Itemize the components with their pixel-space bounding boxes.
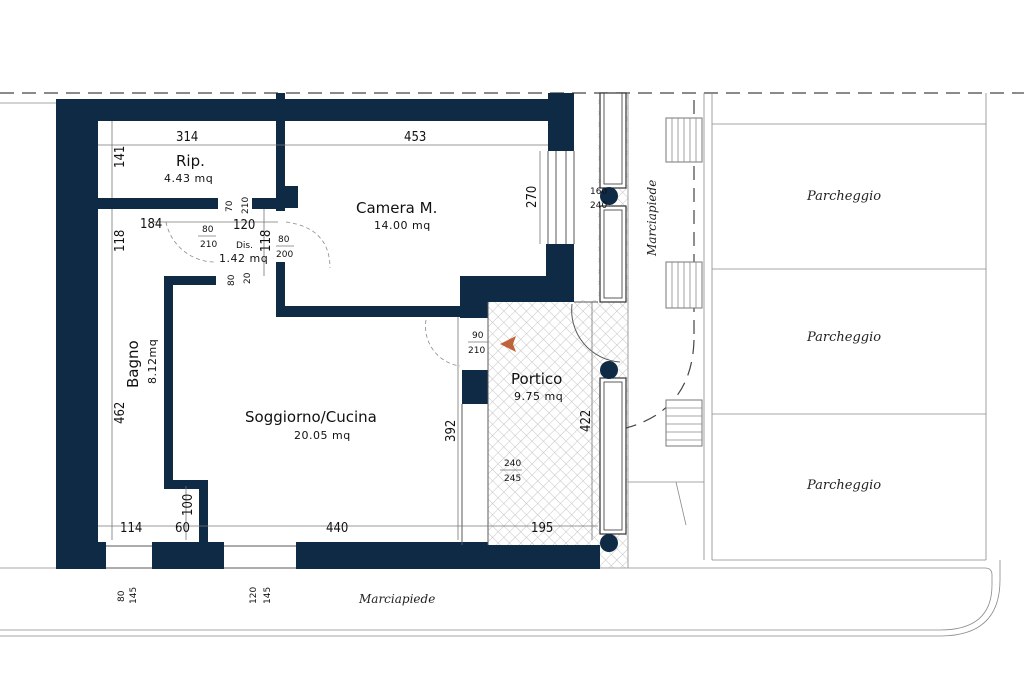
room-area-dis: 1.42 mq	[219, 252, 268, 265]
dimension-lines	[98, 121, 598, 540]
svg-text:210: 210	[200, 240, 217, 250]
dim-dis-left: 184	[140, 217, 162, 232]
dim-bottom-100: 100	[181, 494, 196, 516]
svg-text:80: 80	[227, 274, 237, 286]
dim-soggiorno-height: 392	[444, 420, 459, 442]
inner-lines	[106, 151, 598, 569]
svg-text:90: 90	[472, 331, 484, 341]
dim-bottom-114: 114	[120, 521, 142, 536]
room-name-soggiorno: Soggiorno/Cucina	[245, 408, 377, 426]
parking-label-1: Parcheggio	[806, 189, 881, 204]
svg-text:240: 240	[590, 201, 607, 211]
room-area-soggiorno: 20.05 mq	[294, 429, 351, 442]
svg-text:160: 160	[590, 187, 607, 197]
svg-text:145: 145	[263, 587, 273, 604]
dim-dis-height: 118	[259, 230, 274, 252]
drain-grilles	[665, 117, 703, 447]
svg-text:145: 145	[129, 587, 139, 604]
parking-label-3: Parcheggio	[806, 478, 881, 493]
svg-text:210: 210	[241, 197, 251, 214]
marciapiede-vertical-label: Marciapiede	[645, 180, 659, 257]
dim-dis-width: 120	[233, 218, 255, 233]
svg-text:70: 70	[225, 200, 235, 212]
svg-text:240: 240	[504, 459, 521, 469]
svg-text:80: 80	[278, 235, 290, 245]
room-area-camera: 14.00 mq	[374, 219, 431, 232]
site-lines	[0, 93, 1001, 637]
dim-rip-width: 314	[176, 130, 198, 145]
dim-bagno-height: 462	[113, 402, 128, 424]
room-name-camera: Camera M.	[356, 199, 437, 217]
dim-bottom-195: 195	[531, 521, 553, 536]
room-area-bagno: 8.12mq	[146, 339, 159, 384]
dim-portico-height: 422	[579, 410, 594, 432]
dim-camera-height: 270	[525, 186, 540, 208]
room-area-portico: 9.75 mq	[514, 390, 563, 403]
marciapiede-bottom-label: Marciapiede	[358, 592, 435, 606]
svg-text:20: 20	[243, 272, 253, 284]
dim-bagno-upper: 118	[113, 230, 128, 252]
opening-annotations: 90 210 240 245 80 210 70 210 80 200 80 2…	[117, 187, 607, 604]
svg-text:120: 120	[249, 587, 259, 604]
dim-camera-width: 453	[404, 130, 426, 145]
svg-text:80: 80	[117, 590, 127, 602]
columns	[600, 187, 618, 552]
dim-bottom-60: 60	[175, 521, 190, 536]
walls	[56, 93, 600, 569]
arrow-left-icon	[500, 336, 516, 352]
svg-text:245: 245	[504, 474, 521, 484]
room-name-dis: Dis.	[236, 241, 253, 251]
room-name-rip: Rip.	[176, 152, 205, 170]
room-name-bagno: Bagno	[124, 340, 142, 388]
dim-rip-height: 141	[113, 146, 128, 168]
dim-bottom-440: 440	[326, 521, 348, 536]
svg-text:200: 200	[276, 250, 293, 260]
room-area-rip: 4.43 mq	[164, 172, 213, 185]
room-name-portico: Portico	[511, 370, 562, 388]
parking-label-2: Parcheggio	[806, 330, 881, 345]
svg-text:210: 210	[468, 346, 485, 356]
svg-text:80: 80	[202, 225, 214, 235]
door-swings	[165, 221, 621, 367]
planters	[599, 92, 627, 535]
